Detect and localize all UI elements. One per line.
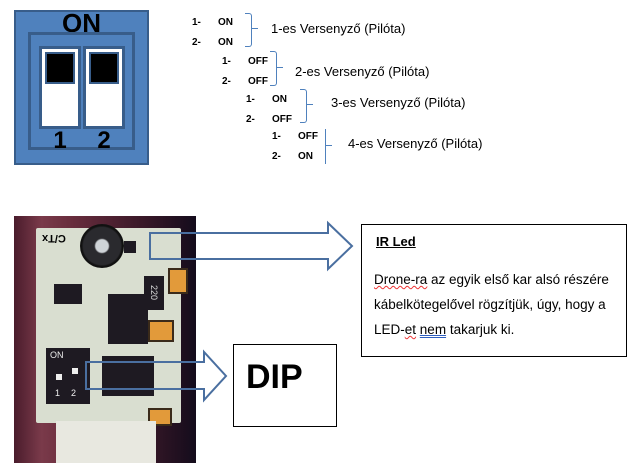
pcb-dip-num: 2	[71, 388, 77, 398]
dip-switch-diagram: ON 1 2	[14, 8, 149, 165]
pcb-dip-switch: ON 1 2	[46, 348, 90, 404]
config-1: 1-ON 2-ON	[192, 17, 233, 49]
config-2: 1-OFF 2-OFF	[222, 56, 268, 88]
led-pad	[124, 241, 136, 253]
ir-led	[80, 224, 124, 268]
dip-callout-label: DIP	[246, 358, 303, 396]
pcb-photo: C/Tx 220 ON 1 2	[14, 216, 196, 463]
arrow-to-dip	[85, 349, 228, 403]
text-part: et	[404, 322, 417, 337]
brace-tick	[277, 67, 283, 68]
brace-icon	[270, 51, 277, 86]
config-row: 2-ON	[272, 151, 313, 162]
dip-switch-2	[83, 46, 125, 129]
capacitor	[148, 320, 174, 342]
config-row: 1-OFF	[272, 131, 318, 142]
brace-icon	[325, 129, 326, 164]
brace-tick	[326, 145, 332, 146]
dip-callout: DIP	[233, 344, 337, 427]
dip-switch-2-knob	[89, 52, 119, 84]
dip-number-1: 1	[53, 127, 67, 154]
pcb-dip-knob	[72, 368, 78, 374]
config-row: 1-ON	[192, 17, 233, 28]
config-3: 1-ON 2-OFF	[246, 94, 292, 126]
usb-connector	[56, 421, 156, 463]
ir-led-callout: IR Led Drone-ra az egyik első kar alsó r…	[361, 224, 627, 357]
brace-icon	[245, 13, 252, 47]
text-part: takarjuk ki.	[446, 322, 515, 337]
pcb-dip-num: 1	[55, 388, 61, 398]
dip-number-2: 2	[97, 127, 111, 154]
config-row: 1-OFF	[222, 56, 268, 67]
config-row: 2-ON	[192, 37, 233, 48]
dip-switch-housing: 1 2	[28, 32, 135, 154]
pcb-dip-on: ON	[50, 350, 64, 360]
dip-switch-1-knob	[45, 52, 75, 84]
config-1-label: 1-es Versenyző (Pilóta)	[271, 21, 406, 36]
capacitor	[168, 268, 188, 294]
dip-switch-1	[39, 46, 81, 129]
config-4-label: 4-es Versenyző (Pilóta)	[348, 136, 483, 151]
ir-led-title: IR Led	[376, 234, 416, 249]
config-row: 2-OFF	[222, 76, 268, 87]
resistor: 220	[144, 276, 164, 310]
text-part: nem	[419, 322, 447, 337]
ir-led-description: Drone-ra az egyik első kar alsó részére …	[374, 267, 624, 342]
arrow-to-ir-led	[149, 220, 354, 272]
config-row: 1-ON	[246, 94, 287, 105]
brace-tick	[252, 28, 258, 29]
text-part: az egyik első kar alsó részére kábelköte…	[374, 272, 609, 337]
config-3-label: 3-es Versenyző (Pilóta)	[331, 95, 466, 110]
config-4: 1-OFF 2-ON	[272, 131, 318, 163]
pcb-dip-knob	[56, 374, 62, 380]
config-2-label: 2-es Versenyző (Pilóta)	[295, 64, 430, 79]
ic-chip	[108, 294, 148, 344]
config-row: 2-OFF	[246, 114, 292, 125]
text-part: Drone-ra	[374, 272, 428, 287]
transistor	[54, 284, 82, 304]
brace-tick	[307, 104, 313, 105]
brace-icon	[300, 89, 307, 123]
